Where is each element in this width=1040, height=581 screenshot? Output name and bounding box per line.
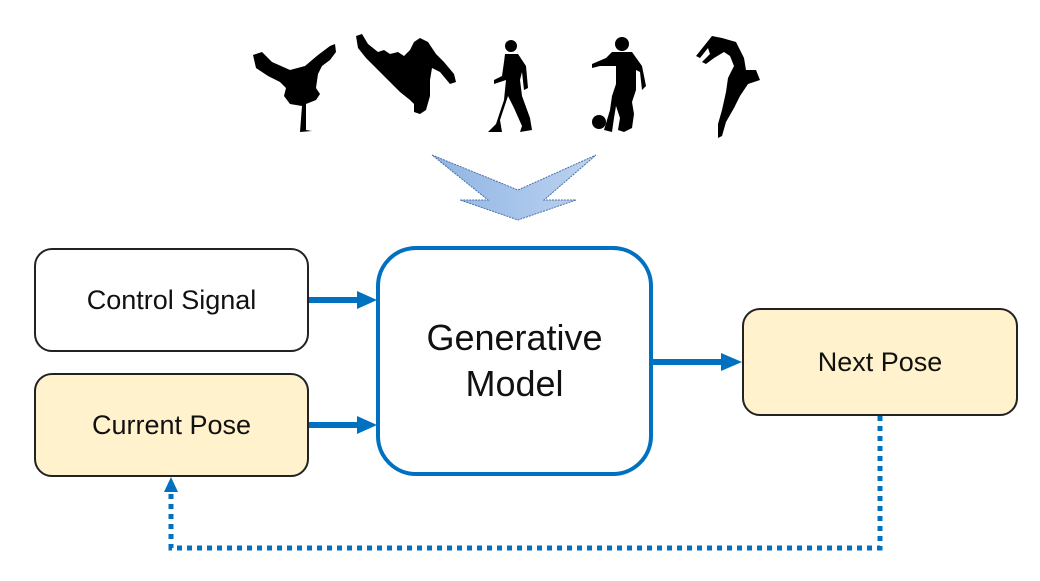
- walking-man-silhouette-icon: [488, 40, 532, 132]
- dancer-silhouette-icon: [696, 36, 760, 138]
- control-signal-node: Control Signal: [34, 248, 309, 352]
- generative-model-node: Generative Model: [376, 246, 653, 476]
- current-pose-node: Current Pose: [34, 373, 309, 477]
- generative-model-label-line2: Model: [465, 363, 564, 404]
- arrow-model-to-next: [653, 353, 742, 371]
- funnel-arrow-icon: [431, 154, 597, 221]
- current-pose-label: Current Pose: [91, 409, 252, 440]
- soccer-player-silhouette-icon: [592, 37, 646, 132]
- generative-model-label-line1: Generative: [426, 317, 603, 358]
- arrow-current-to-model: [309, 416, 377, 434]
- next-pose-label: Next Pose: [817, 346, 943, 377]
- arrow-control-to-model: [309, 291, 377, 309]
- feedback-loop-arrow: [164, 416, 883, 551]
- flying-kick-silhouette-icon: [356, 34, 456, 114]
- control-signal-label: Control Signal: [86, 284, 257, 315]
- next-pose-node: Next Pose: [742, 308, 1018, 416]
- breakdance-silhouette-icon: [253, 44, 336, 132]
